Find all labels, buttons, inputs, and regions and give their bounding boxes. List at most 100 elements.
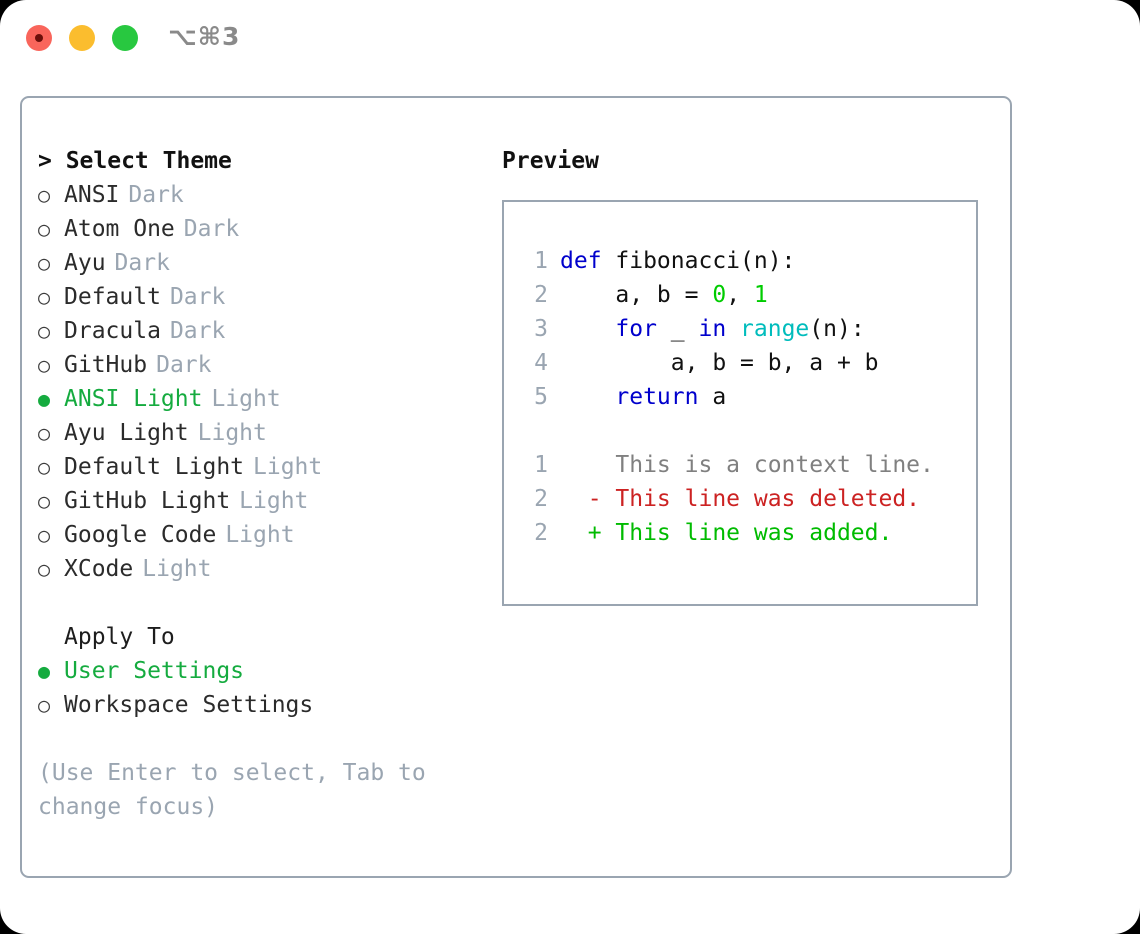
theme-option-github[interactable]: ○ GitHub Dark <box>38 348 478 382</box>
code-line-number: 1 <box>534 248 548 274</box>
diff-line-text: This line was deleted. <box>615 486 921 512</box>
code-sample: 1 def fibonacci(n): 2 a, b = 0, 1 3 for _ i… <box>504 244 976 414</box>
code-token-txt: _ <box>656 316 699 342</box>
theme-option-kind: Light <box>225 522 295 548</box>
radio-unselected-icon[interactable]: ○ <box>38 251 51 275</box>
apply-to-option-user-settings[interactable]: ● User Settings <box>38 654 478 688</box>
diff-line-number: 1 <box>534 452 548 478</box>
radio-unselected-icon[interactable]: ○ <box>38 285 51 309</box>
code-token-kw: in <box>698 316 727 342</box>
code-token-txt: fibonacci(n): <box>615 248 796 274</box>
code-line-number: 3 <box>534 316 548 342</box>
code-token-fn: range <box>740 316 810 342</box>
theme-option-kind: Dark <box>169 284 226 310</box>
diff-line-del: 2 - This line was deleted. <box>504 482 976 516</box>
radio-unselected-icon[interactable]: ○ <box>38 183 51 207</box>
radio-selected-icon[interactable]: ● <box>38 659 51 683</box>
radio-unselected-icon[interactable]: ○ <box>38 217 51 241</box>
code-token-num: 1 <box>753 282 768 308</box>
code-token-kw: def <box>560 248 616 274</box>
radio-unselected-icon[interactable]: ○ <box>38 319 51 343</box>
theme-option-github-light[interactable]: ○ GitHub Light Light <box>38 484 478 518</box>
theme-option-atom-one[interactable]: ○ Atom One Dark <box>38 212 478 246</box>
code-diff-spacer <box>504 414 976 448</box>
theme-option-ansi[interactable]: ○ ANSI Dark <box>38 178 478 212</box>
code-token-txt: a, b = b, a + b <box>560 350 879 376</box>
code-line-number: 5 <box>534 384 548 410</box>
radio-unselected-icon[interactable]: ○ <box>38 557 51 581</box>
code-line: 2 a, b = 0, 1 <box>504 278 976 312</box>
code-token-kw: return <box>615 384 699 410</box>
diff-line-text: This is a context line. <box>615 452 934 478</box>
apply-to-option-name: Workspace Settings <box>64 692 314 718</box>
radio-selected-icon[interactable]: ● <box>38 387 51 411</box>
keyboard-hint-text: (Use Enter to select, Tab to change focu… <box>38 760 426 820</box>
theme-option-kind: Light <box>239 488 309 514</box>
code-token-txt: (n): <box>809 316 865 342</box>
theme-option-name: ANSI Light <box>64 386 203 412</box>
code-token-kw: for <box>615 316 657 342</box>
theme-option-name: Atom One <box>64 216 175 242</box>
close-button[interactable] <box>26 25 52 51</box>
theme-option-name: GitHub <box>64 352 148 378</box>
theme-option-name: Default <box>64 284 161 310</box>
code-line-content: a, b = 0, 1 <box>560 278 768 312</box>
radio-unselected-icon[interactable]: ○ <box>38 489 51 513</box>
preview-heading: Preview <box>502 148 599 174</box>
code-token-num: 0 <box>712 282 727 308</box>
theme-option-kind: Dark <box>128 182 184 208</box>
theme-option-google-code[interactable]: ○ Google Code Light <box>38 518 478 552</box>
apply-to-option-name: User Settings <box>64 658 245 684</box>
diff-line-add: 2 + This line was added. <box>504 516 976 550</box>
theme-option-kind: Dark <box>114 250 170 276</box>
theme-option-name: XCode <box>64 556 134 582</box>
code-line-content: a, b = b, a + b <box>560 346 879 380</box>
radio-unselected-icon[interactable]: ○ <box>38 693 51 717</box>
keyboard-shortcut-label: ⌥⌘3 <box>168 22 241 51</box>
diff-marker: + <box>560 520 616 546</box>
diff-line-number: 2 <box>534 486 548 512</box>
theme-option-name: GitHub Light <box>64 488 231 514</box>
theme-option-kind: Light <box>253 454 323 480</box>
code-line-number: 4 <box>534 350 548 376</box>
code-token-txt <box>726 316 740 342</box>
theme-option-kind: Dark <box>156 352 212 378</box>
code-line-content: for _ in range(n): <box>560 312 865 346</box>
theme-option-default[interactable]: ○ Default Dark <box>38 280 478 314</box>
minimize-button[interactable] <box>69 25 95 51</box>
apply-to-heading: Apply To <box>64 624 175 650</box>
apply-to-option-list[interactable]: ● User Settings ○ Workspace Settings <box>38 654 478 722</box>
theme-option-name: Dracula <box>64 318 161 344</box>
radio-unselected-icon[interactable]: ○ <box>38 455 51 479</box>
apply-to-option-workspace-settings[interactable]: ○ Workspace Settings <box>38 688 478 722</box>
maximize-button[interactable] <box>112 25 138 51</box>
code-line: 4 a, b = b, a + b <box>504 346 976 380</box>
code-line-number: 2 <box>534 282 548 308</box>
theme-option-kind: Light <box>211 386 281 412</box>
window-titlebar: ⌥⌘3 <box>0 0 1140 78</box>
radio-unselected-icon[interactable]: ○ <box>38 353 51 377</box>
code-line-content: return a <box>560 380 726 414</box>
preview-box: 1 def fibonacci(n): 2 a, b = 0, 1 3 for _ i… <box>502 200 978 606</box>
theme-option-name: ANSI <box>64 182 120 208</box>
diff-line-ctx: 1 This is a context line. <box>504 448 976 482</box>
theme-option-dracula[interactable]: ○ Dracula Dark <box>38 314 478 348</box>
theme-option-kind: Light <box>197 420 267 446</box>
theme-option-kind: Dark <box>169 318 226 344</box>
section-spacer <box>38 586 478 620</box>
code-token-txt: a, b = <box>560 282 713 308</box>
theme-option-ansi-light[interactable]: ● ANSI Light Light <box>38 382 478 416</box>
radio-unselected-icon[interactable]: ○ <box>38 523 51 547</box>
theme-option-kind: Dark <box>183 216 240 242</box>
code-line: 1 def fibonacci(n): <box>504 244 976 278</box>
theme-option-name: Google Code <box>64 522 217 548</box>
panel-title-select-theme: > Select Theme <box>38 148 232 174</box>
radio-unselected-icon[interactable]: ○ <box>38 421 51 445</box>
